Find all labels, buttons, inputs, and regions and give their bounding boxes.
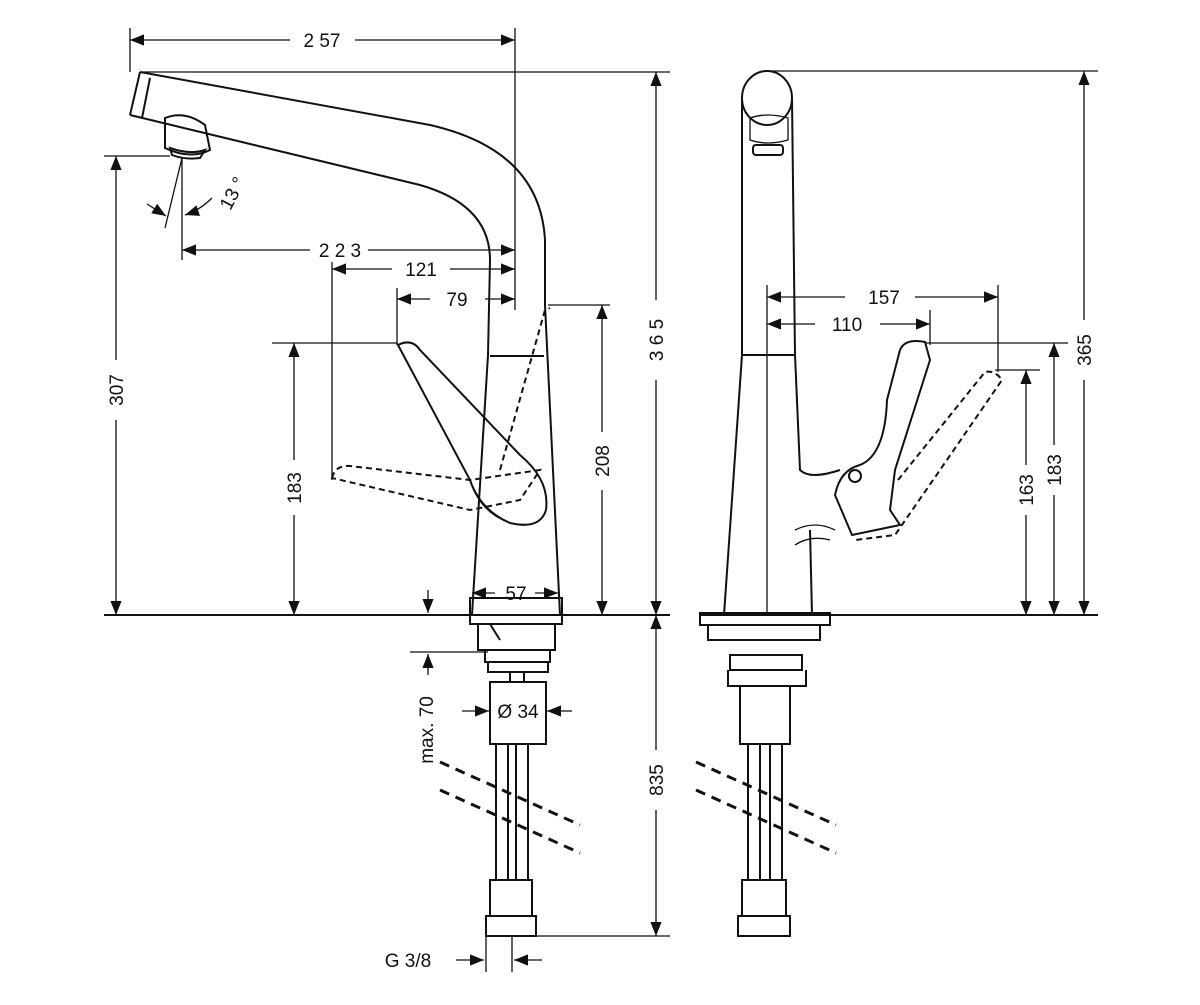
dim-max70-label: max. 70 xyxy=(417,696,438,764)
dim-57: 57 xyxy=(472,584,558,605)
dim-110-label: 110 xyxy=(832,315,862,336)
dim-angle-13: 13 ° xyxy=(146,157,251,229)
lever-handle xyxy=(330,307,551,526)
dim-g38-label: G 3/8 xyxy=(385,951,431,972)
dim-121-label: 121 xyxy=(405,260,437,281)
dim-79-label: 79 xyxy=(446,290,467,311)
spout-outline xyxy=(129,71,546,356)
dim-835: 835 xyxy=(536,615,670,937)
dim-57-label: 57 xyxy=(505,584,526,605)
dim-110: 110 xyxy=(767,310,931,345)
dim-max70: max. 70 xyxy=(410,590,488,764)
dim-183-side: 183 xyxy=(925,342,1068,615)
dim-163: 163 xyxy=(995,369,1040,615)
dim-257-label: 2 57 xyxy=(304,31,341,52)
side-hoses xyxy=(695,744,837,937)
dim-79: 79 xyxy=(396,288,515,345)
dim-208-label: 208 xyxy=(593,445,614,477)
dim-307-label: 307 xyxy=(107,374,128,406)
dim-183-side-label: 183 xyxy=(1045,454,1066,486)
dim-183-front: 183 xyxy=(272,342,398,615)
side-body xyxy=(699,354,841,745)
supply-hoses xyxy=(439,744,581,937)
dim-g38: G 3/8 xyxy=(385,936,542,972)
dim-223: 2 2 3 xyxy=(181,158,515,262)
front-view: 2 57 2 2 3 121 79 13 ° xyxy=(104,28,670,972)
dim-157: 157 xyxy=(766,285,999,615)
dim-365-side-label: 365 xyxy=(1075,334,1096,366)
dim-223-label: 2 2 3 xyxy=(319,241,361,262)
side-view: 157 110 163 183 365 xyxy=(695,70,1098,937)
dim-257: 2 57 xyxy=(129,28,516,310)
side-spout xyxy=(741,70,796,356)
dim-diameter-34: Ø 34 xyxy=(462,702,572,723)
dim-121: 121 xyxy=(331,260,515,480)
dim-835-label: 835 xyxy=(647,764,668,796)
dim-157-label: 157 xyxy=(868,288,900,309)
dim-angle-13-label: 13 ° xyxy=(216,174,251,214)
dim-307: 307 xyxy=(104,155,170,615)
faucet-body xyxy=(469,304,563,745)
dim-diameter-34-label: Ø 34 xyxy=(497,702,539,723)
dim-365-front-label: 3 6 5 xyxy=(647,319,668,361)
dim-163-label: 163 xyxy=(1017,474,1038,506)
dim-208: 208 xyxy=(548,304,614,615)
dim-183-front-label: 183 xyxy=(285,472,306,504)
dim-365-front: 3 6 5 xyxy=(140,71,670,615)
dim-365-side: 365 xyxy=(767,70,1098,615)
side-handle xyxy=(833,340,1004,541)
